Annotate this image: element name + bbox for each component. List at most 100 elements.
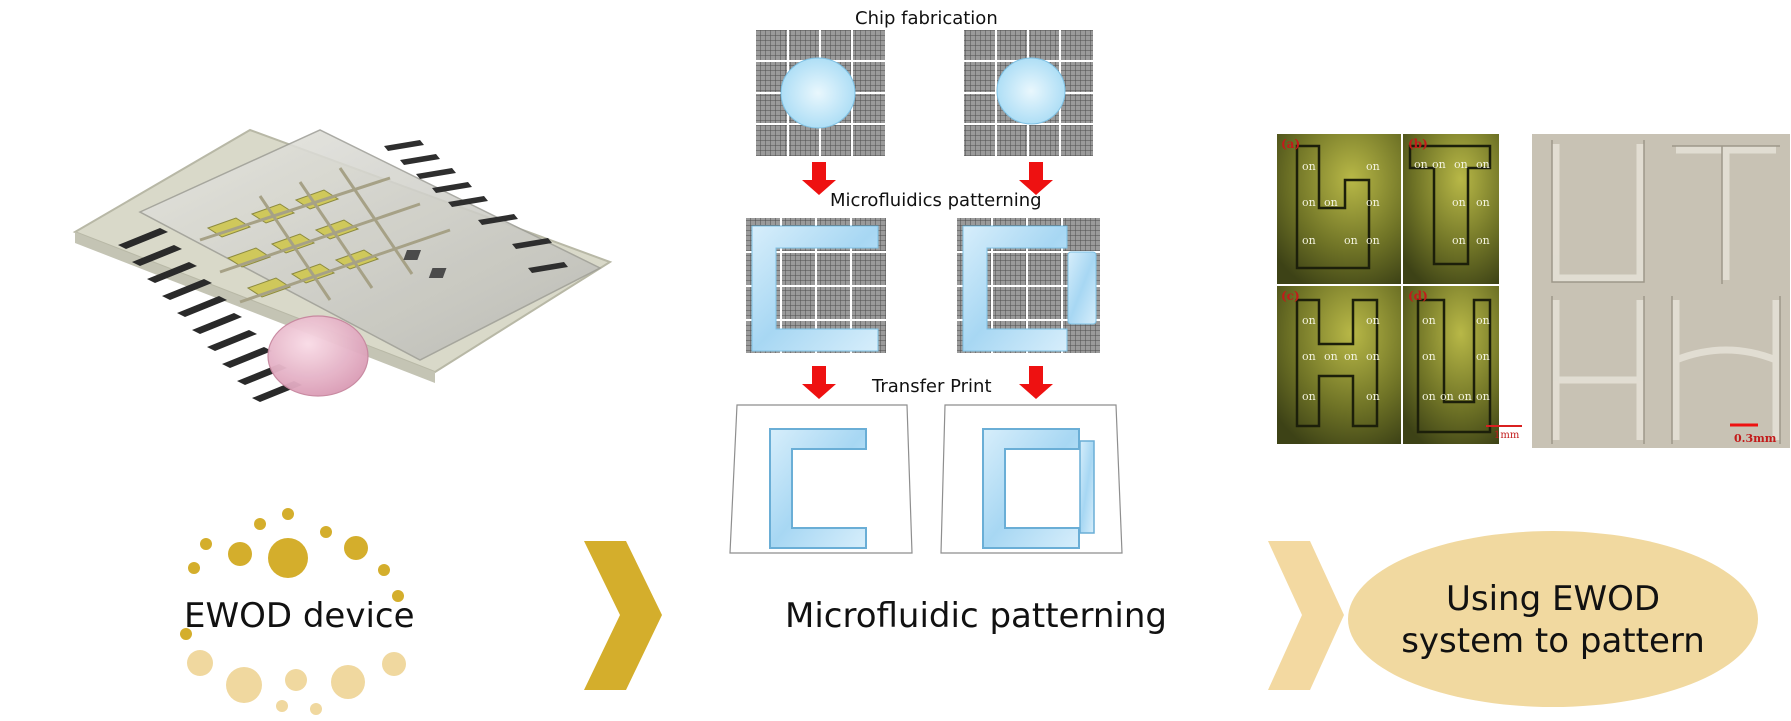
chevron-right-icon (1268, 541, 1344, 690)
dot (180, 628, 192, 640)
on-label: on (1476, 196, 1490, 209)
dot (392, 590, 404, 602)
process-arrows-row2 (802, 366, 1053, 399)
dot (378, 564, 390, 576)
on-label: on (1366, 234, 1380, 247)
dot (254, 518, 266, 530)
droplet-right (996, 57, 1066, 125)
on-label: on (1454, 158, 1468, 171)
on-label: on (1440, 390, 1454, 403)
connector-block (403, 250, 422, 260)
ellipse-text: Using EWOD system to pattern (1358, 578, 1748, 662)
chevron-right-icon (584, 541, 662, 690)
on-label: on (1422, 314, 1436, 327)
on-label: on (1302, 196, 1316, 209)
dot (188, 562, 200, 574)
on-label: on (1432, 158, 1446, 171)
ellipse-line-2: system to pattern (1401, 621, 1705, 661)
on-label: on (1344, 234, 1358, 247)
sem-letter-edges (1551, 140, 1781, 444)
on-label: on (1344, 350, 1358, 363)
on-label: on (1302, 314, 1316, 327)
dot (382, 652, 406, 676)
on-label: on (1476, 158, 1490, 171)
panel-tag-a: (a) (1281, 137, 1301, 151)
dot (344, 536, 368, 560)
sem-letter-patterns (1552, 144, 1780, 440)
printed-c-pattern (769, 428, 867, 549)
dot (187, 650, 213, 676)
printed-bar-pattern (1079, 440, 1095, 534)
dot (276, 700, 288, 712)
c-shaped-liquid (751, 225, 879, 352)
label-transfer-print: Transfer Print (872, 376, 992, 397)
dot-ring-light (187, 650, 406, 715)
process-arrows-row1 (802, 162, 1053, 195)
dot (268, 538, 308, 578)
panel-tag-d: (d) (1408, 289, 1428, 303)
channel-outlines (1295, 144, 1492, 434)
on-label: on (1476, 350, 1490, 363)
on-label: on (1458, 390, 1472, 403)
on-label: on (1476, 234, 1490, 247)
on-label: on (1324, 196, 1338, 209)
ellipse-line-1: Using EWOD (1445, 579, 1661, 619)
panel-tag-c: (c) (1281, 289, 1300, 303)
transfer-print-substrates (729, 404, 1123, 554)
dot (320, 526, 332, 538)
chip-fabrication-grids (756, 30, 1093, 156)
on-label: on (1366, 390, 1380, 403)
on-label: on (1366, 350, 1380, 363)
on-label: on (1302, 234, 1316, 247)
ewod-device-illustration (72, 128, 613, 402)
label-microfluidic-patterning: Microfluidic patterning (785, 596, 1167, 636)
right-contact-pads (384, 140, 568, 273)
on-label: on (1452, 196, 1466, 209)
on-label: on (1414, 158, 1428, 171)
label-chip-fabrication: Chip fabrication (855, 8, 998, 29)
on-label: on (1324, 350, 1338, 363)
on-label: on (1366, 314, 1380, 327)
scale-label-0.3mm: 0.3mm (1734, 432, 1777, 445)
on-label: on (1476, 390, 1490, 403)
micrograph-panel-c (1277, 286, 1401, 444)
on-label: on (1476, 314, 1490, 327)
label-microfluidics-patterning: Microfluidics patterning (830, 190, 1042, 211)
on-label: on (1452, 234, 1466, 247)
dot (285, 669, 307, 691)
on-label: on (1422, 350, 1436, 363)
microfluidics-patterning-grids (746, 218, 1100, 353)
printed-c-pattern (982, 428, 1080, 549)
droplet-left (780, 57, 856, 129)
bar-liquid (1067, 251, 1097, 325)
connector-block (428, 268, 447, 278)
dot (228, 542, 252, 566)
red-arrow-down (802, 366, 836, 399)
on-label: on (1302, 350, 1316, 363)
micrograph-panel-b (1403, 134, 1499, 284)
result-ellipse (1348, 531, 1758, 707)
red-arrow-down (1019, 162, 1053, 195)
panel-tag-b: (b) (1408, 137, 1428, 151)
c-shaped-liquid (962, 225, 1068, 352)
sem-image (1532, 134, 1790, 448)
micrograph-grid (1277, 134, 1790, 448)
electrode-wires (199, 167, 451, 304)
on-label: on (1302, 390, 1316, 403)
on-label: on (1366, 160, 1380, 173)
label-ewod-device: EWOD device (184, 596, 415, 636)
on-label: on (1366, 196, 1380, 209)
dot (226, 667, 262, 703)
on-label: on (1302, 160, 1316, 173)
scale-label-1mm: 1mm (1494, 430, 1520, 441)
droplet (267, 315, 369, 397)
dot-ring (180, 508, 404, 640)
dot (200, 538, 212, 550)
dot (282, 508, 294, 520)
red-arrow-down (802, 162, 836, 195)
dot (310, 703, 322, 715)
on-label: on (1422, 390, 1436, 403)
red-arrow-down (1019, 366, 1053, 399)
dot (331, 665, 365, 699)
